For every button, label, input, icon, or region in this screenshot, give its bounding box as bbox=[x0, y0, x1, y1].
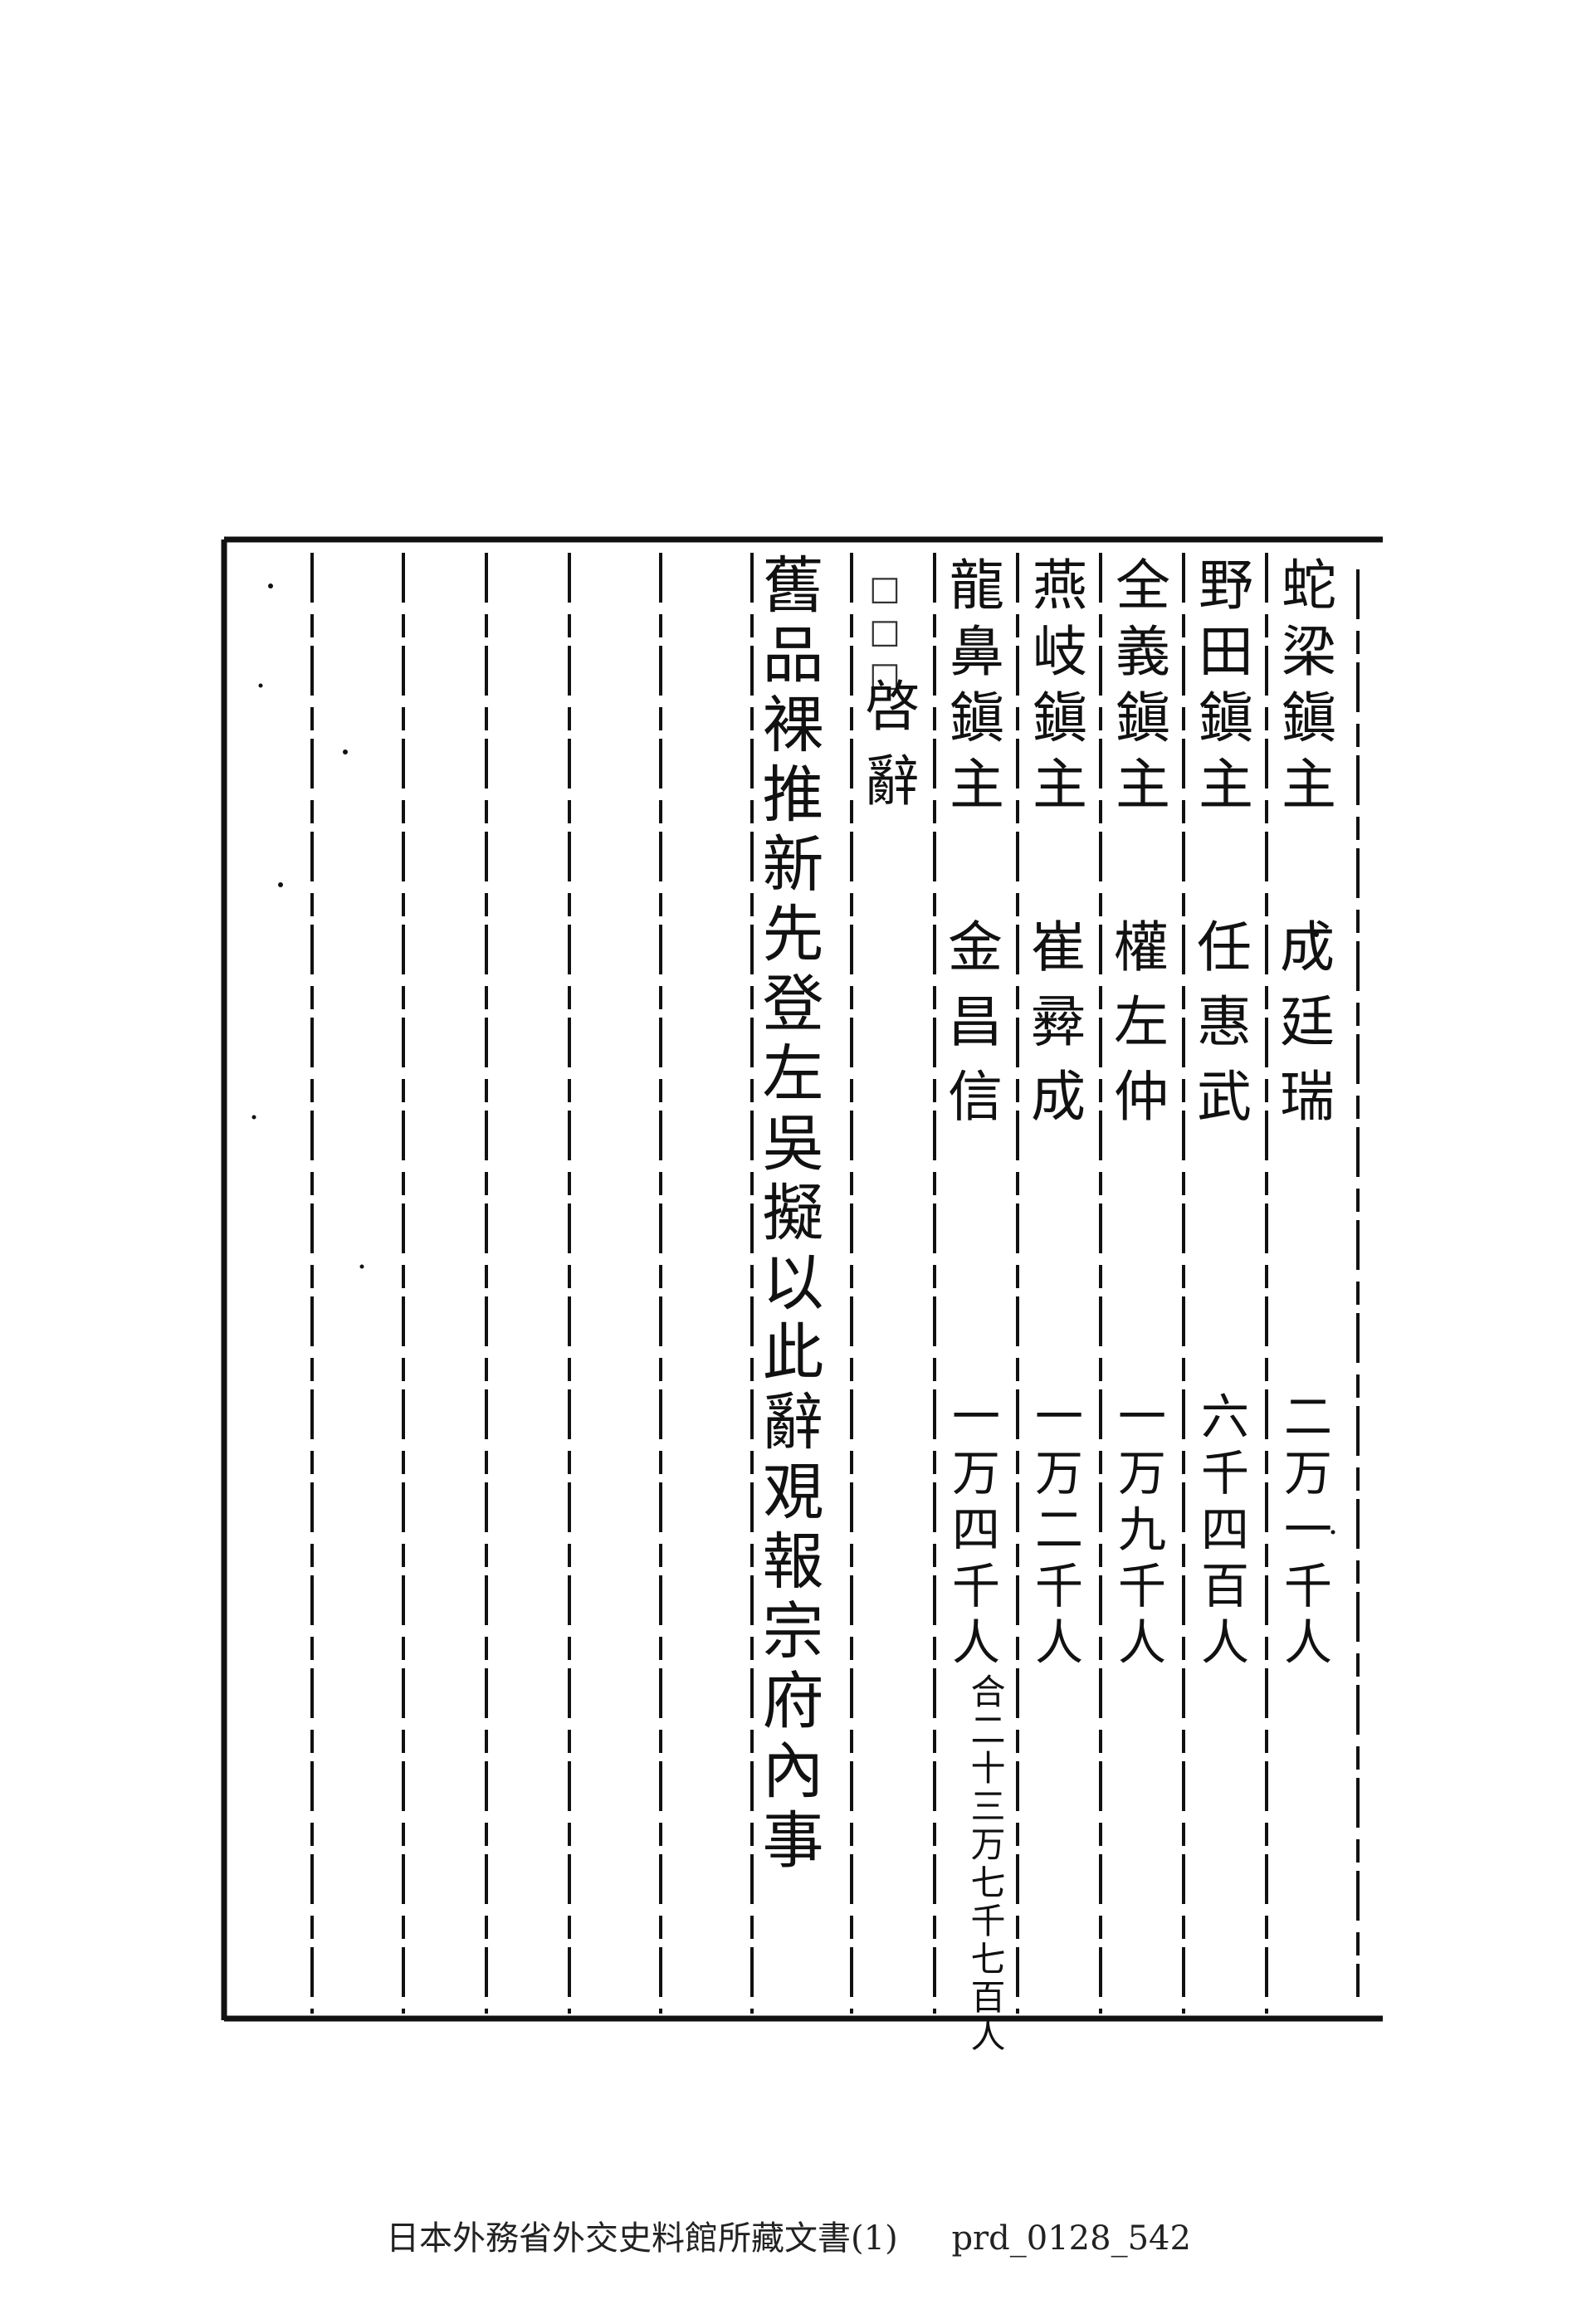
office-name-5: 龍鼻鎭主 bbox=[940, 556, 1004, 822]
faint-entry: □□□ bbox=[866, 569, 904, 699]
count-2: 六千四百人 bbox=[1193, 1391, 1249, 1673]
person-name-1: 成廷瑞 bbox=[1271, 918, 1335, 1142]
office-name-4: 燕岐鎭主 bbox=[1023, 556, 1087, 822]
count-5: 一万四千人 bbox=[944, 1391, 1000, 1673]
footer-caption: 日本外務省外交史料館所藏文書(1) prd_0128_542 bbox=[0, 2211, 1577, 2259]
count-3: 一万九千人 bbox=[1110, 1391, 1166, 1673]
footer-collection: 日本外務省外交史料館所藏文書(1) bbox=[386, 2219, 898, 2258]
count-1: 二万一千人 bbox=[1276, 1391, 1332, 1673]
document-frame: 蛇梁鎭主 野田鎭主 全義鎭主 燕岐鎭主 龍鼻鎭主 成廷瑞 任惠武 權左仲 崔彛成… bbox=[221, 536, 1384, 2055]
office-name-3: 全義鎭主 bbox=[1106, 556, 1170, 822]
person-name-2: 任惠武 bbox=[1188, 918, 1252, 1142]
verb-qici: 啓辭 bbox=[856, 677, 920, 827]
note-line: 舊品裸推新先登左吳擬以此辭覌報宗府內事 bbox=[752, 553, 823, 1877]
ruled-lines bbox=[221, 536, 1383, 2022]
office-name-1: 蛇梁鎭主 bbox=[1272, 556, 1336, 822]
office-name-2: 野田鎭主 bbox=[1189, 556, 1253, 822]
person-name-5: 金昌信 bbox=[939, 918, 1003, 1142]
person-name-4: 崔彛成 bbox=[1022, 918, 1086, 1142]
person-name-3: 權左仲 bbox=[1105, 918, 1169, 1142]
total-count: 合二十三万七千七百人 bbox=[965, 1673, 1006, 2055]
footer-id: prd_0128_542 bbox=[951, 2219, 1191, 2258]
count-4: 一万二千人 bbox=[1027, 1391, 1083, 1673]
